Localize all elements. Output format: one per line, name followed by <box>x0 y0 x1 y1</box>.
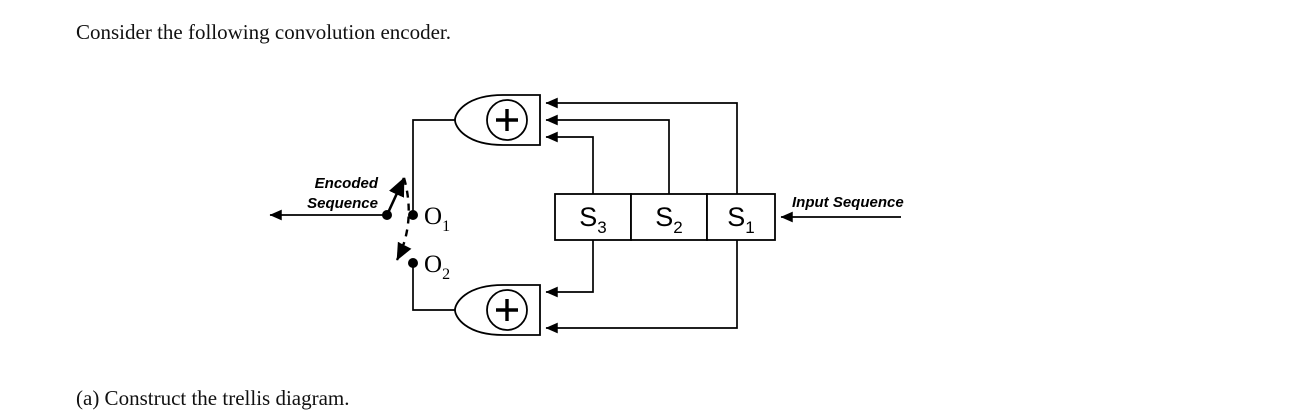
question-text: (a) Construct the trellis diagram. <box>76 386 350 410</box>
switch-arm-solid[interactable] <box>385 177 406 216</box>
shift-register-chain: S3 S2 S1 <box>554 193 776 241</box>
switch-arm-dashed-path <box>395 177 412 261</box>
wire-bottom-adder-to-o2 <box>412 263 455 311</box>
output-node-o2 <box>408 258 418 268</box>
register-label-s3: S3 <box>579 202 606 237</box>
output-node-o1 <box>408 210 418 220</box>
tap-wire-s3-to-top-adder <box>545 131 594 194</box>
input-sequence-label: Input Sequence <box>792 194 904 211</box>
output-label-o2: O2 <box>424 251 450 283</box>
top-adder-circle <box>486 99 528 141</box>
bottom-adder <box>454 284 541 336</box>
wire-top-adder-to-o1 <box>412 119 455 215</box>
output-selector-switch[interactable] <box>382 177 412 261</box>
register-box-s2 <box>630 193 708 241</box>
bottom-adder-circle <box>486 289 528 331</box>
tap-wire-s3-to-bottom-adder <box>545 240 594 298</box>
register-box-s3 <box>554 193 632 241</box>
convolutional-encoder-figure: S3 S2 S1 <box>0 60 1307 370</box>
encoder-schematic-svg: S3 S2 S1 <box>269 94 904 336</box>
encoded-sequence-label-line2: Sequence <box>307 195 378 212</box>
intro-text: Consider the following convolution encod… <box>76 20 452 44</box>
register-box-s1 <box>706 193 776 241</box>
output-label-o1: O1 <box>424 203 450 235</box>
tap-wire-s2-to-top-adder <box>545 114 670 194</box>
register-label-s2: S2 <box>655 202 682 237</box>
tap-wire-s1-to-bottom-adder <box>545 240 738 334</box>
top-adder <box>454 94 541 146</box>
tap-wire-s1-to-top-adder <box>545 97 738 194</box>
encoded-sequence-label-line1: Encoded <box>315 175 379 192</box>
register-label-s1: S1 <box>727 202 754 237</box>
